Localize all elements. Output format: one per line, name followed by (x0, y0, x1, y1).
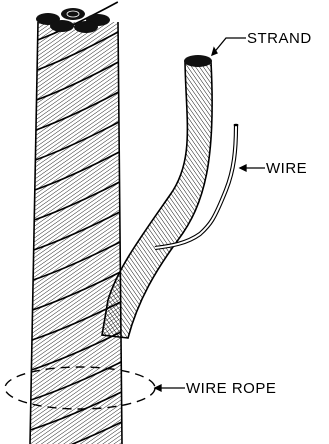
rope-body (30, 2, 122, 444)
wire-label: WIRE (266, 160, 307, 177)
wire-rope-label: WIRE ROPE (186, 380, 276, 397)
strand-label: STRAND (247, 30, 312, 47)
strand-end-cap (184, 55, 212, 67)
